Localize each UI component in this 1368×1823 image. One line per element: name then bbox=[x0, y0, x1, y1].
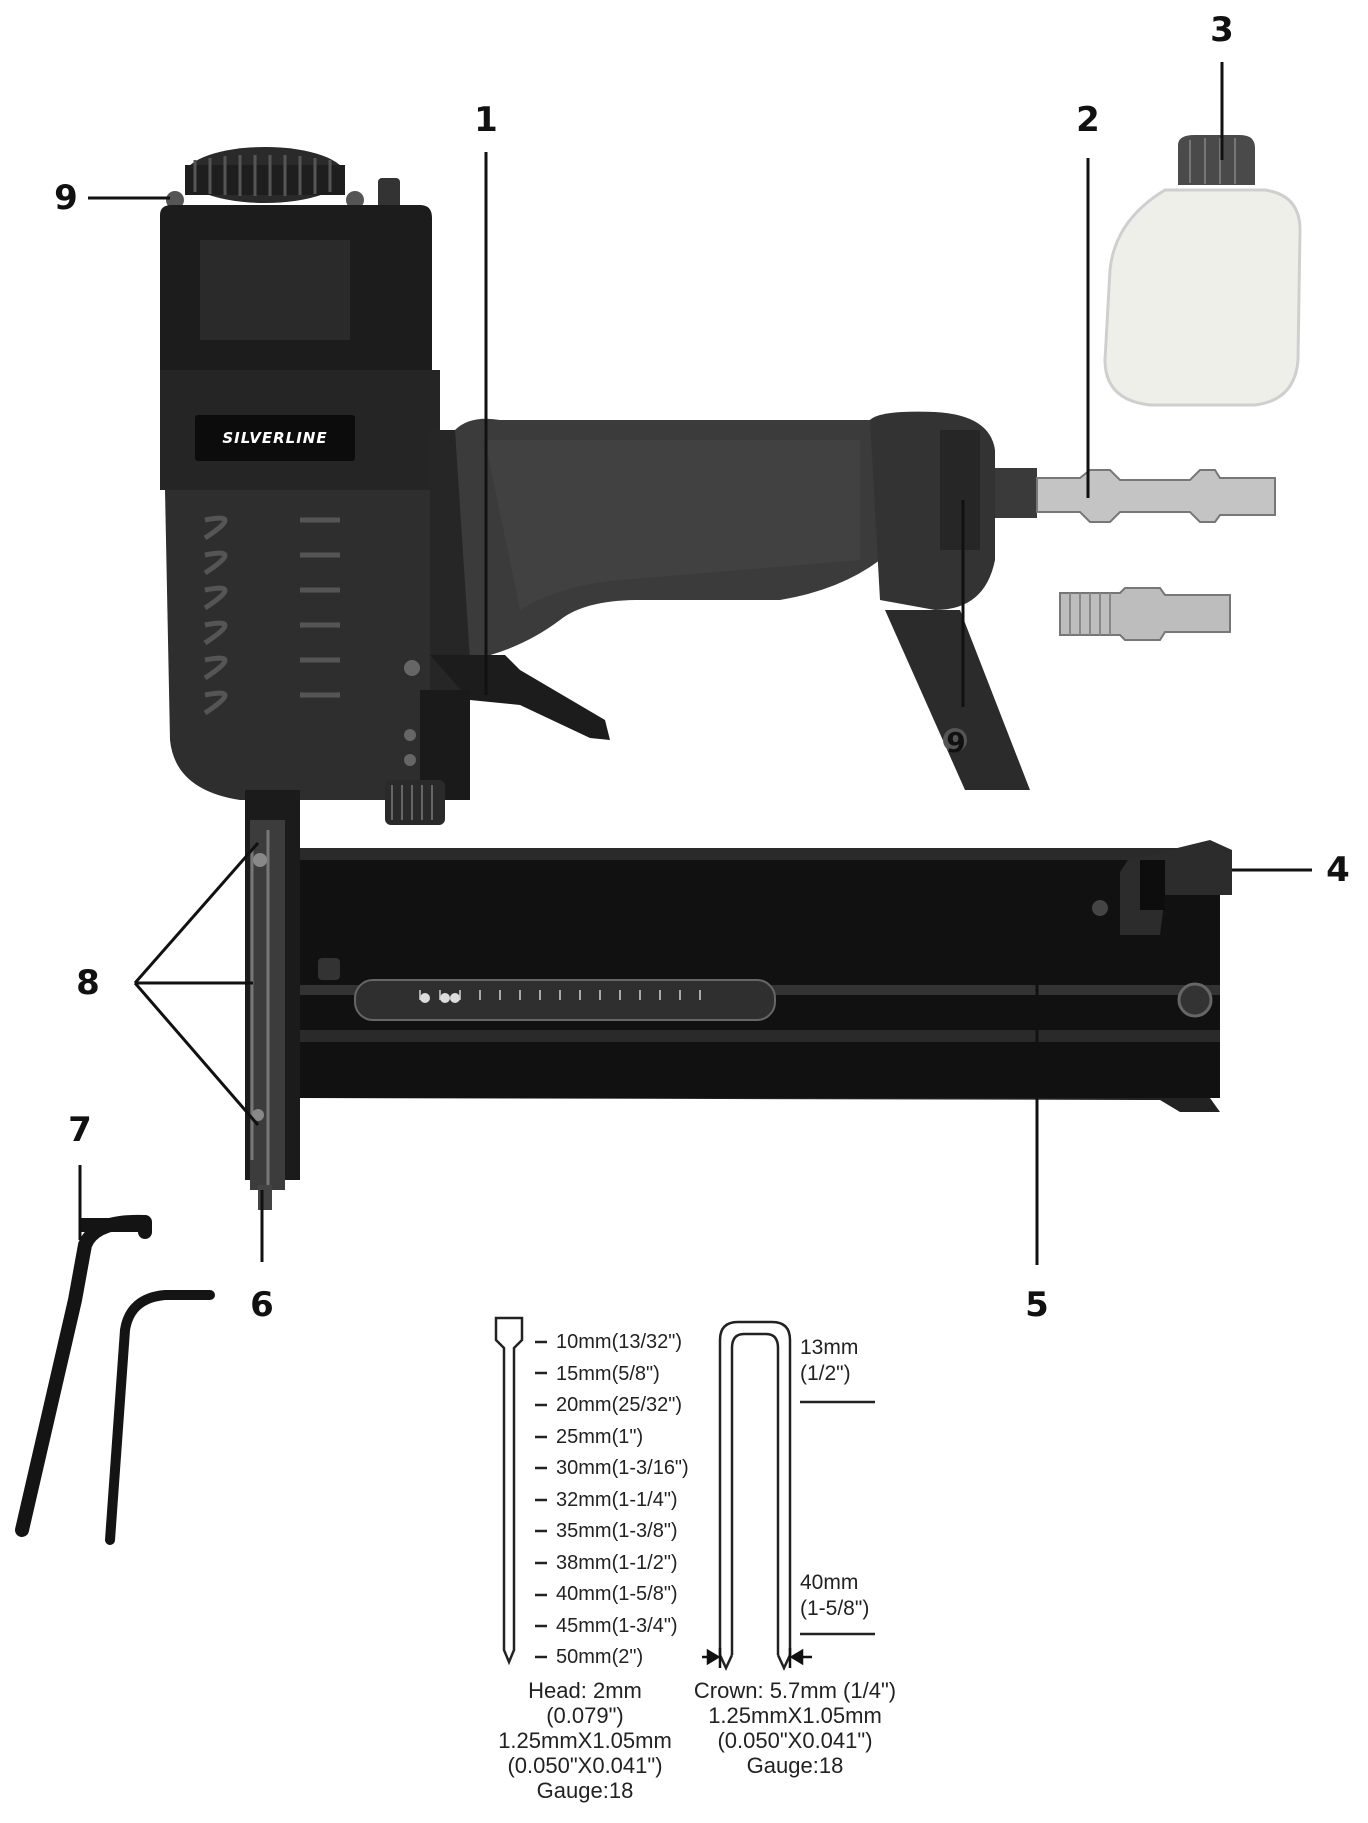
nail-length-item: 50mm(2") bbox=[556, 1646, 644, 1668]
nail-spec-size-in: (0.050"X0.041") bbox=[507, 1753, 663, 1778]
logo-plate bbox=[195, 415, 355, 461]
magazine bbox=[300, 848, 1220, 1098]
spare-fitting bbox=[1059, 587, 1231, 641]
staple-drawing bbox=[718, 1320, 792, 1671]
callout-8: 8 bbox=[76, 963, 100, 1003]
callout-4: 4 bbox=[1326, 850, 1350, 890]
nail-length-item: 20mm(25/32") bbox=[556, 1394, 683, 1416]
trigger bbox=[430, 655, 610, 740]
callout-6: 6 bbox=[250, 1285, 274, 1325]
staple-top-length: 13mm (1/2") bbox=[800, 1335, 858, 1387]
nail-length-item: 30mm(1-3/16") bbox=[556, 1457, 689, 1479]
nail-spec-head: Head: 2mm bbox=[528, 1678, 642, 1703]
staple-length-markers bbox=[800, 1400, 875, 1636]
nail-length-item: 10mm(13/32") bbox=[556, 1331, 683, 1353]
staple-bottom-mm: 40mm bbox=[800, 1571, 859, 1594]
nail-length-ticks bbox=[535, 1340, 547, 1659]
staple-top-in: (1/2") bbox=[800, 1362, 851, 1385]
callout-9-top: 9 bbox=[54, 178, 78, 218]
nail-length-item: 45mm(1-3/4") bbox=[556, 1614, 678, 1637]
brand-logo: SILVERLINE bbox=[222, 429, 328, 447]
nail-length-item: 35mm(1-3/8") bbox=[556, 1520, 678, 1542]
callout-3: 3 bbox=[1210, 10, 1234, 50]
callout-1: 1 bbox=[474, 100, 498, 140]
staple-spec: Crown: 5.7mm (1/4") 1.25mmX1.05mm (0.050… bbox=[680, 1678, 910, 1778]
staple-spec-size: 1.25mmX1.05mm bbox=[708, 1703, 882, 1728]
nail-spec: Head: 2mm (0.079") 1.25mmX1.05mm (0.050"… bbox=[475, 1678, 695, 1803]
length-scale-window bbox=[354, 979, 776, 1021]
nail-spec-gauge: Gauge:18 bbox=[536, 1778, 634, 1803]
knurling bbox=[193, 155, 332, 196]
nail-length-item: 25mm(1") bbox=[556, 1425, 644, 1448]
leader-lines bbox=[78, 62, 1312, 1265]
brad-nail-drawing bbox=[494, 1316, 524, 1666]
nail-length-item: 32mm(1-1/4") bbox=[556, 1488, 678, 1511]
staple-top-mm: 13mm bbox=[800, 1336, 859, 1359]
staple-spec-crown: Crown: 5.7mm (1/4") bbox=[693, 1678, 897, 1703]
callout-2: 2 bbox=[1076, 100, 1100, 140]
strut-screw bbox=[943, 728, 967, 752]
depth-wheel bbox=[385, 780, 445, 825]
body-ribs bbox=[203, 515, 340, 716]
staple-bottom-length: 40mm (1-5/8") bbox=[800, 1570, 869, 1622]
callout-7: 7 bbox=[68, 1110, 92, 1150]
cap-screw-left bbox=[166, 191, 184, 209]
air-fitting bbox=[1036, 469, 1276, 523]
cylinder-body bbox=[165, 490, 450, 800]
nail-length-item: 15mm(5/8") bbox=[556, 1362, 660, 1385]
crown-dimension-arrows bbox=[702, 1648, 812, 1668]
staple-bottom-in: (1-5/8") bbox=[800, 1597, 870, 1620]
oil-bottle bbox=[1103, 188, 1302, 407]
callout-5: 5 bbox=[1025, 1285, 1049, 1325]
callout-9-handle: 9 bbox=[946, 726, 966, 759]
nail-spec-size: 1.25mmX1.05mm bbox=[498, 1728, 672, 1753]
magazine-strut bbox=[885, 610, 1030, 790]
staple-spec-gauge: Gauge:18 bbox=[746, 1753, 844, 1778]
nail-length-item: 40mm(1-5/8") bbox=[556, 1583, 678, 1605]
staple-spec-size-in: (0.050"X0.041") bbox=[717, 1728, 873, 1753]
nail-spec-head-in: (0.079") bbox=[546, 1703, 624, 1728]
hex-key-small bbox=[105, 1290, 215, 1545]
cap-screw-right bbox=[346, 191, 364, 209]
nail-length-item: 38mm(1-1/2") bbox=[556, 1551, 678, 1574]
length-scale-ticks bbox=[419, 990, 701, 1000]
pusher-screw bbox=[1177, 982, 1213, 1018]
air-fitting-hex bbox=[995, 468, 1037, 518]
